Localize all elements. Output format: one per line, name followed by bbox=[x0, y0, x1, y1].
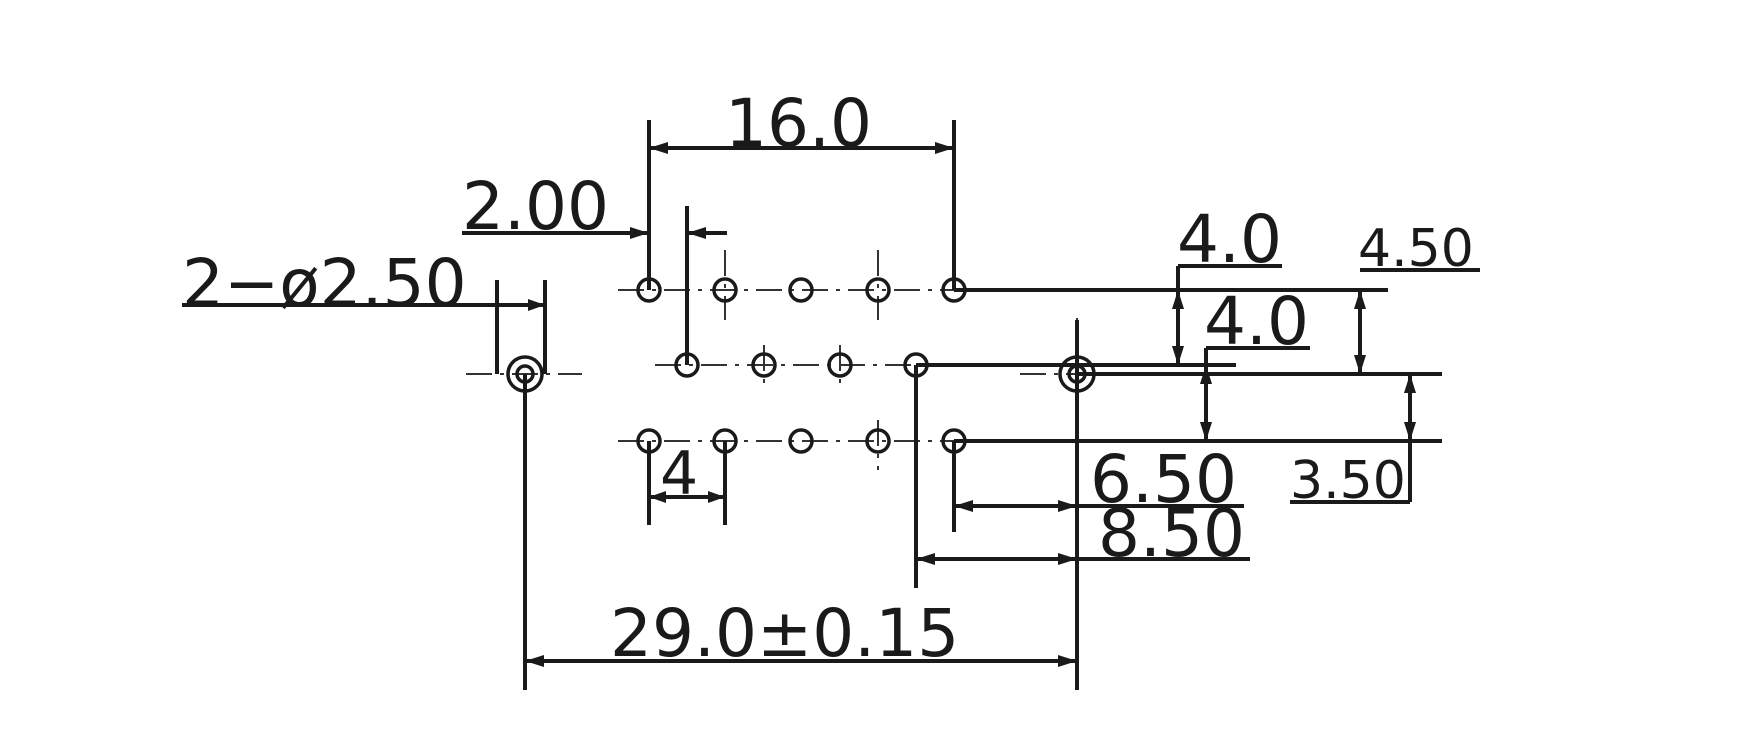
dim-6-50: 6.50 bbox=[952, 441, 1244, 532]
dim-label-4-pitch: 4 bbox=[660, 439, 698, 509]
pin-hole-top-3 bbox=[788, 277, 814, 303]
dim-label-3-50: 3.50 bbox=[1290, 451, 1406, 511]
pin-hole-top-2 bbox=[712, 277, 738, 303]
dim-3-50: 3.50 bbox=[1290, 374, 1416, 511]
pin-hole-bottom-3 bbox=[788, 428, 814, 454]
dim-4-pitch: 4 bbox=[647, 439, 727, 525]
pin-hole-mid-3 bbox=[827, 352, 853, 378]
pin-hole-mid-2 bbox=[751, 352, 777, 378]
dim-4-0-mid: 4.0 bbox=[1200, 283, 1310, 441]
dim-29: 29.0±0.15 bbox=[523, 320, 1079, 690]
dim-label-29: 29.0±0.15 bbox=[610, 595, 959, 672]
dim-8-50: 8.50 bbox=[914, 365, 1250, 588]
dim-16: 16.0 bbox=[647, 85, 956, 290]
dim-label-4-50: 4.50 bbox=[1358, 219, 1474, 279]
dim-label-2-00: 2.00 bbox=[462, 168, 609, 245]
dim-label-4-0-mid: 4.0 bbox=[1204, 283, 1309, 360]
dim-label-8-50: 8.50 bbox=[1098, 495, 1245, 572]
dim-label-mount-hole: 2−ø2.50 bbox=[182, 245, 467, 322]
dim-2-00: 2.00 bbox=[462, 168, 727, 365]
pin-hole-top-4 bbox=[865, 277, 891, 303]
dim-label-16: 16.0 bbox=[725, 85, 872, 162]
dim-label-6-50: 6.50 bbox=[1090, 441, 1237, 518]
leader-lines-right bbox=[916, 288, 1442, 443]
dim-4-50: 4.50 bbox=[1354, 219, 1480, 374]
center-lines bbox=[466, 250, 1110, 470]
dim-label-4-0-top: 4.0 bbox=[1177, 201, 1282, 278]
dim-mount-hole: 2−ø2.50 bbox=[182, 245, 547, 374]
pin-hole-bottom-4 bbox=[865, 428, 891, 454]
dim-4-0-top: 4.0 bbox=[1172, 201, 1282, 365]
